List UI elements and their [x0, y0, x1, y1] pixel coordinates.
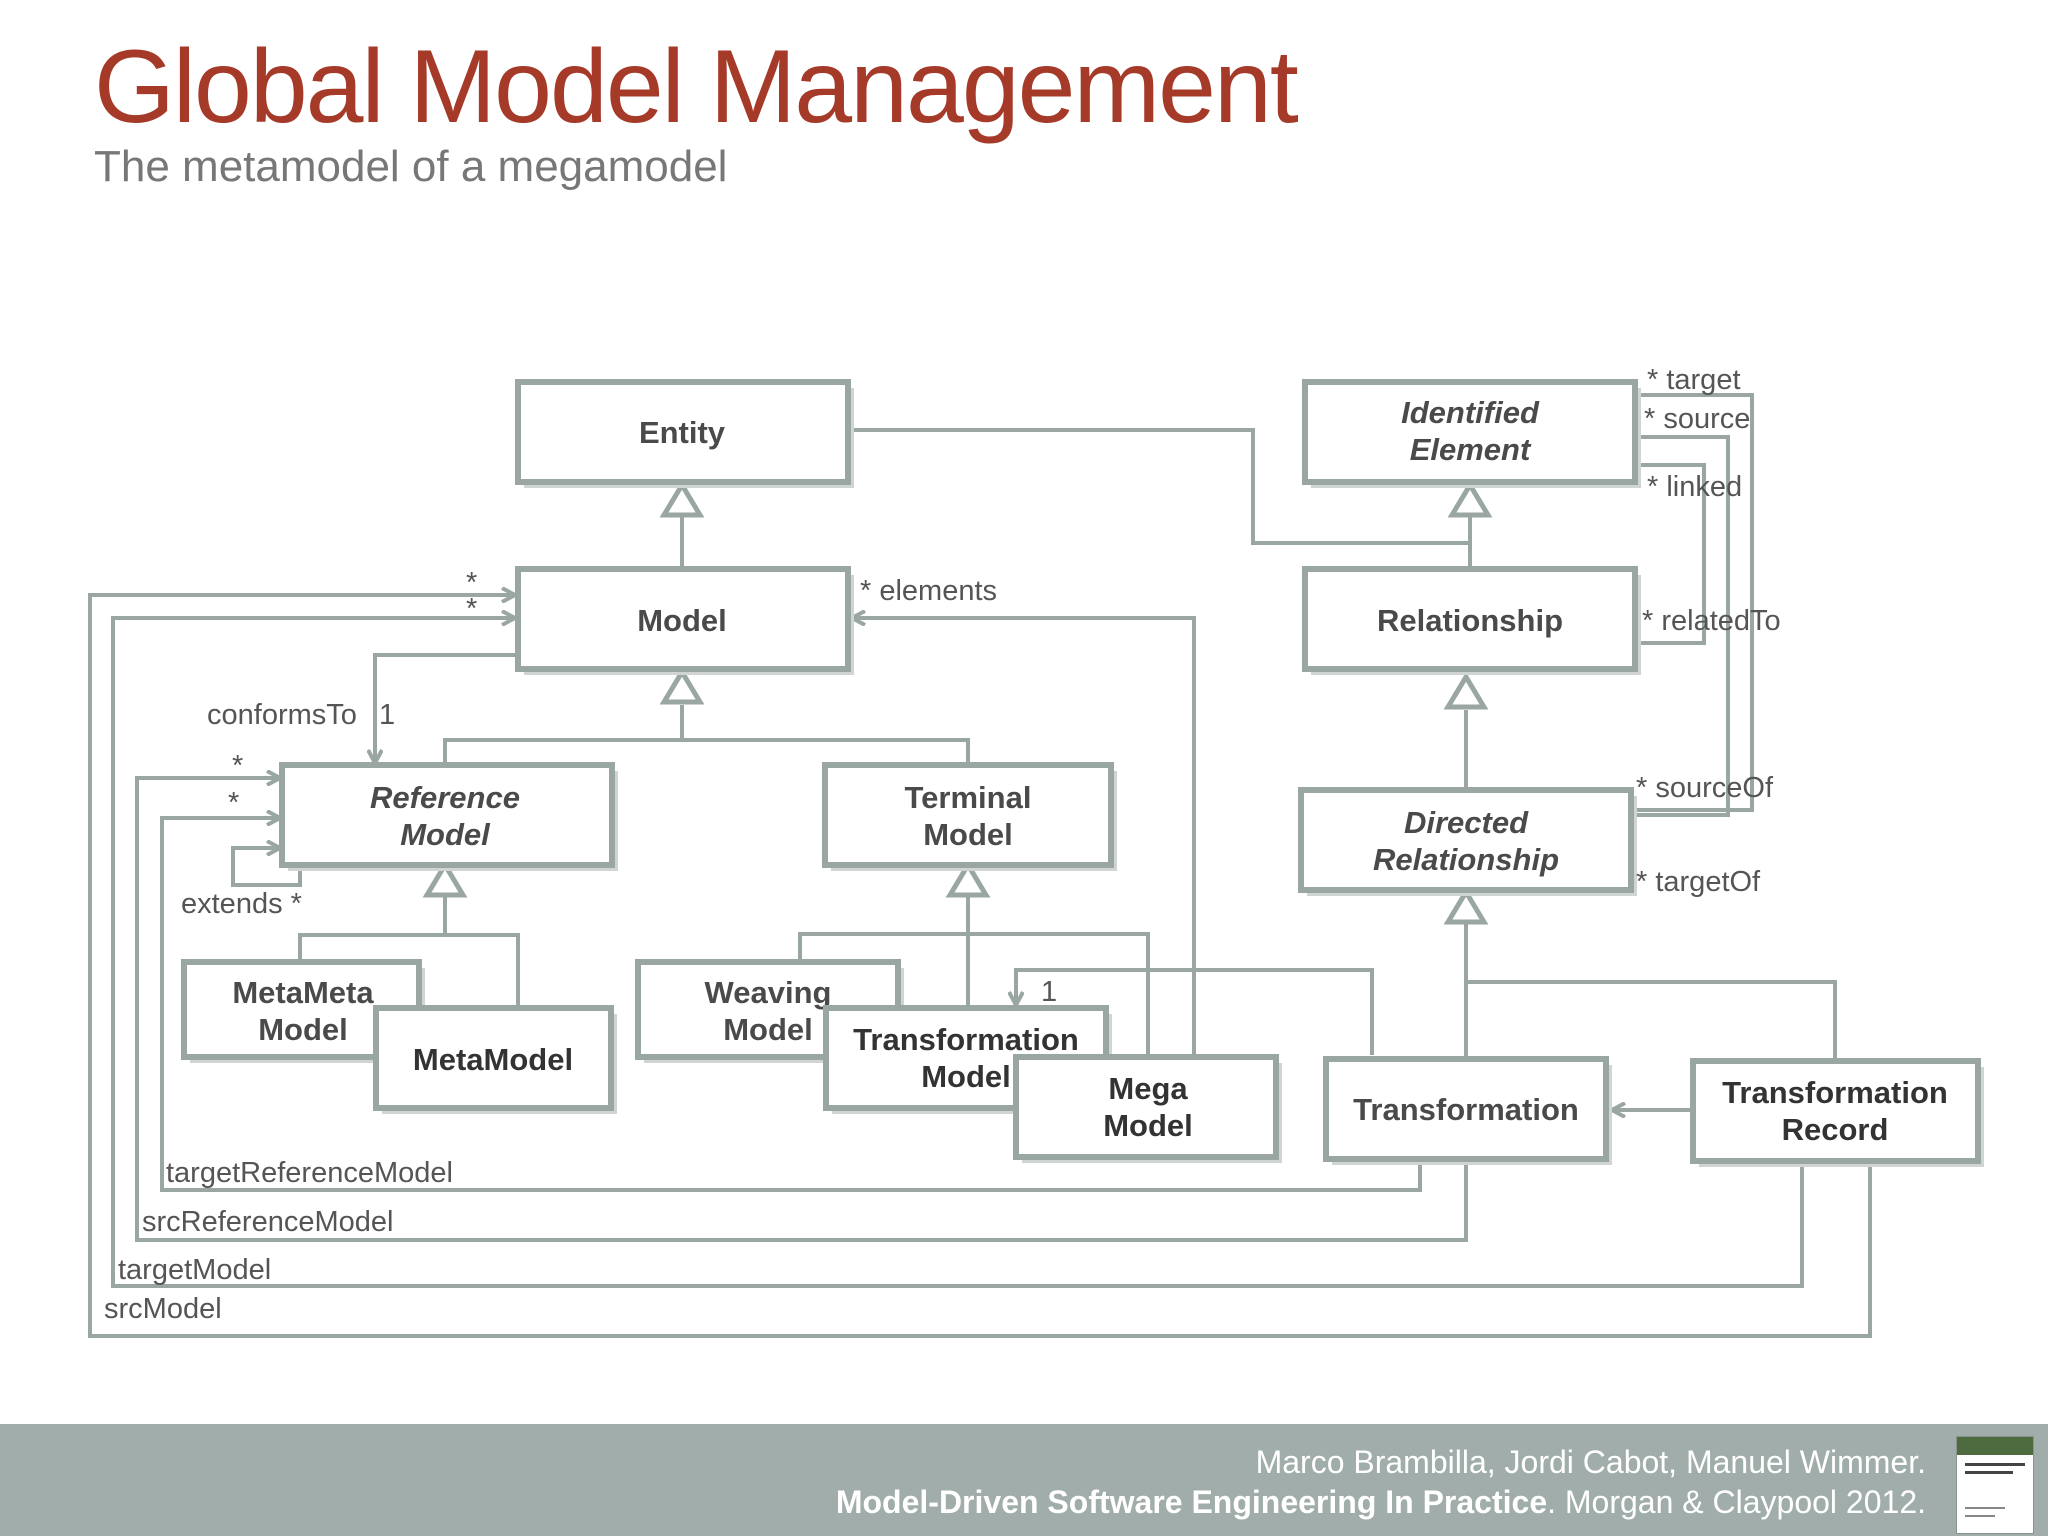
gen-triangle-directed-relationship [1443, 887, 1489, 925]
class-directed-relationship-label-2: Relationship [1373, 842, 1559, 877]
label-conforms-to: conformsTo [207, 699, 357, 731]
class-identified-element-label-2: Element [1410, 432, 1532, 467]
generalization-triangles [422, 480, 1493, 925]
footer-book-title: Model-Driven Software Engineering In Pra… [835, 1484, 1548, 1520]
class-identified-element-label-1: Identified [1401, 395, 1540, 430]
class-weaving-model-label-1: Weaving [705, 975, 832, 1010]
class-transformation: Transformation [1323, 1056, 1612, 1165]
class-reference-model-label-2: Model [400, 817, 491, 852]
label-star-target-ref: * [228, 787, 239, 819]
gen-triangle-identified-element [1447, 480, 1493, 518]
class-identified-element: Identified Element [1302, 379, 1641, 488]
class-directed-relationship: Directed Relationship [1298, 787, 1637, 896]
class-model: Model [515, 566, 854, 675]
gen-triangle-model [659, 667, 705, 705]
edge-entity-relationship [848, 428, 1470, 545]
edge-elements [852, 618, 1196, 1055]
label-linked: * linked [1647, 471, 1742, 503]
class-metameta-model-label-1: MetaMeta [232, 975, 374, 1010]
class-metamodel-label: MetaModel [413, 1042, 573, 1077]
gen-triangle-entity [659, 480, 705, 518]
gen-triangle-reference-model [422, 860, 468, 898]
class-terminal-model-label-1: Terminal [905, 780, 1032, 815]
class-relationship-label: Relationship [1377, 603, 1563, 638]
class-reference-model: Reference Model [279, 762, 618, 871]
class-transformation-record: Transformation Record [1690, 1058, 1984, 1167]
footer-book-reference: Model-Driven Software Engineering In Pra… [836, 1484, 1926, 1521]
label-star-src-ref: * [232, 750, 243, 782]
association-labels: * * * elements conformsTo 1 * * extends … [104, 364, 1781, 1325]
label-source: * source [1644, 403, 1750, 435]
edges [88, 393, 1872, 1338]
edge-src-reference-model [135, 778, 1468, 1242]
class-entity-label: Entity [639, 415, 726, 450]
class-mega-model-label-1: Mega [1108, 1071, 1188, 1106]
class-reference-model-label-1: Reference [370, 780, 520, 815]
label-conforms-to-mult: 1 [379, 699, 395, 731]
edge-target-model [111, 618, 1804, 1288]
gen-triangle-terminal-model [945, 860, 991, 898]
book-cover-thumbnail [1956, 1436, 2034, 1534]
label-src-model: srcModel [104, 1293, 222, 1325]
label-one: 1 [1041, 976, 1057, 1008]
class-transformation-record-label-2: Record [1782, 1112, 1889, 1147]
class-directed-relationship-label-1: Directed [1404, 805, 1529, 840]
slide-subtitle: The metamodel of a megamodel [94, 142, 728, 191]
edge-extends [231, 848, 302, 887]
class-mega-model: Mega Model [1013, 1054, 1282, 1163]
label-elements: * elements [860, 575, 997, 607]
class-transformation-model-label-1: Transformation [853, 1022, 1079, 1057]
label-target-reference-model: targetReferenceModel [166, 1157, 453, 1189]
label-src-reference-model: srcReferenceModel [142, 1206, 393, 1238]
edge-target-reference-model [160, 818, 1422, 1192]
gen-transformation-record [1464, 922, 1837, 1060]
label-extends: extends * [181, 888, 302, 920]
label-target-of: * targetOf [1636, 866, 1761, 898]
class-transformation-model-label-2: Model [921, 1059, 1011, 1094]
slide-title: Global Model Management [94, 29, 1299, 145]
class-transformation-model: Transformation Model [823, 1005, 1112, 1114]
class-weaving-model-label-2: Model [723, 1012, 813, 1047]
gen-triangle-relationship [1443, 672, 1489, 710]
class-terminal-model-label-2: Model [923, 817, 1013, 852]
gen-terminal-subclasses [798, 895, 1150, 1055]
gen-ref-term-model [443, 705, 970, 763]
edge-linked [1638, 463, 1706, 645]
edge-source [1630, 435, 1730, 817]
class-transformation-label: Transformation [1353, 1092, 1579, 1127]
footer-authors: Marco Brambilla, Jordi Cabot, Manuel Wim… [1255, 1444, 1926, 1480]
label-star-srcmodel: * [466, 567, 477, 599]
class-terminal-model: Terminal Model [822, 762, 1117, 871]
class-mega-model-label-2: Model [1103, 1108, 1193, 1143]
class-relationship: Relationship [1302, 566, 1641, 675]
edge-target [1630, 393, 1754, 812]
edge-src-model [88, 595, 1872, 1338]
megamodel-class-diagram: Entity Identified Element Model Relation… [88, 364, 1984, 1338]
class-model-label: Model [637, 603, 727, 638]
label-target-model: targetModel [118, 1254, 271, 1286]
footer-publisher: . Morgan & Claypool 2012. [1547, 1484, 1926, 1520]
gen-metameta-metamodel [298, 895, 520, 1008]
edge-conforms-to [375, 653, 518, 763]
label-related-to: * relatedTo [1642, 605, 1781, 637]
class-transformation-record-label-1: Transformation [1722, 1075, 1948, 1110]
class-metamodel: MetaModel [373, 1005, 617, 1114]
footer-bar [0, 1424, 2048, 1536]
label-star-targetmodel: * [466, 593, 477, 625]
label-source-of: * sourceOf [1636, 772, 1774, 804]
label-target: * target [1647, 364, 1741, 396]
class-entity: Entity [515, 379, 854, 488]
class-metameta-model-label-2: Model [258, 1012, 348, 1047]
